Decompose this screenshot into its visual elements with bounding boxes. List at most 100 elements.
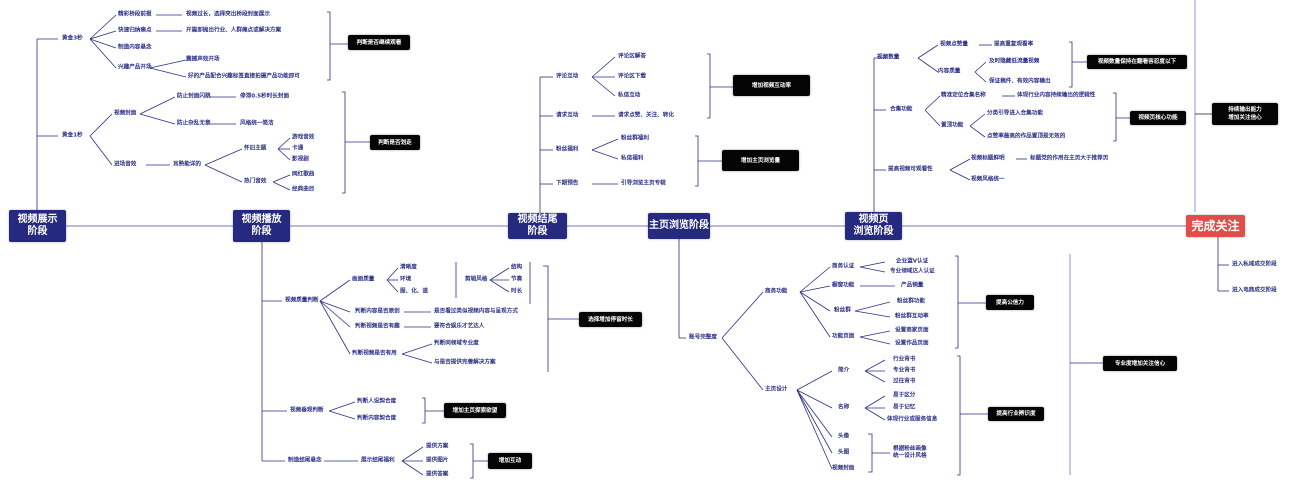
branch-line [924,109,941,127]
stage-video-playback[interactable]: 视频播放 阶段 [233,210,290,242]
result-continue-watching[interactable]: 判断是否继续观看 [348,35,410,50]
node-showcase[interactable]: 橱窗功能 [832,282,855,289]
node-content-fit[interactable]: 判断内容契合度 [357,415,397,422]
detail-product: 好的产品配合兴趣标签直接拍摄产品功能即可 [188,73,300,80]
stage-follow-complete[interactable]: 完成关注 [1186,215,1245,237]
node-useful[interactable]: 判断视频是否有用 [352,350,397,357]
result-professional-confidence[interactable]: 专业度增加关注信心 [1103,356,1177,371]
branch-line [139,96,176,115]
node-style-unified[interactable]: 视频风格统一 [971,176,1005,183]
branch-line [591,138,619,151]
result-bracket [470,443,488,479]
leaf-costume: 服、化、道 [400,288,428,295]
node-next-preview[interactable]: 下期预告 [556,180,579,187]
node-fan-benefit[interactable]: 粉丝福利 [556,146,579,153]
node-product-open[interactable]: 兴趣产品开场 [118,64,152,71]
branch-line [591,56,616,78]
branch-line [917,57,939,73]
node-collection[interactable]: 合集功能 [890,106,913,113]
result-credibility[interactable]: 提高公信力 [986,295,1034,310]
result-bracket [422,397,444,424]
node-video-count[interactable]: 视频数量 [877,54,900,61]
node-highlight-preview[interactable]: 精彩桥段前报 [118,11,152,18]
node-familiar[interactable]: 耳熟能详的 [173,161,201,168]
node-summarize-pain[interactable]: 快速归纳痛点 [118,27,152,34]
branch-line [799,291,831,312]
result-continuous-output[interactable]: 持续输出能力 增加关注信心 [1212,103,1278,125]
node-content-quality[interactable]: 内容质量 [938,68,961,75]
node-business-cert[interactable]: 商务认证 [832,263,855,270]
branch-line [272,174,291,183]
node-entry-sound[interactable]: 进场音效 [114,161,137,168]
node-golden-1s[interactable]: 黄金1秒 [62,132,83,139]
result-increase-interaction[interactable]: 增加互动 [488,453,532,469]
node-business-features[interactable]: 商务功能 [765,288,788,295]
result-industry-recognition[interactable]: 提高行业辨识度 [988,407,1044,421]
leaf-product-sales: 产品销量 [901,282,924,289]
node-comment-interaction[interactable]: 评论互动 [556,73,579,80]
node-cover-messy[interactable]: 防止杂乱无章 [177,120,211,127]
leaf-industry-info: 体现行业或服务信息 [887,416,938,423]
node-pin[interactable]: 置顶功能 [941,122,964,129]
node-persona-fit[interactable]: 判断人设契合度 [357,398,397,405]
node-name[interactable]: 名称 [838,404,850,411]
node-nostalgia[interactable]: 怀旧主题 [244,145,267,152]
detail-rewatch: 提高重复观看率 [994,41,1034,48]
stage-homepage-browse[interactable]: 主页浏览阶段 [648,213,710,239]
leaf-comment-answer: 评论区解答 [618,53,646,60]
node-watchability[interactable]: 提高视频可观看性 [888,166,933,173]
detail-pain: 开篇即抛出行业、人群痛点或解决方案 [186,27,282,34]
link-private-deal[interactable]: 进入私域成交阶段 [1232,261,1277,268]
stage-video-ending[interactable]: 视频结尾 阶段 [508,213,567,239]
branch-line [401,460,424,476]
leaf-environment: 环境 [400,276,412,283]
node-hot-sound[interactable]: 热门音效 [244,178,267,185]
node-quality-judge[interactable]: 视频质量判断 [285,297,319,304]
node-video-cover-design[interactable]: 视频封面 [832,465,855,472]
node-show-benefit[interactable]: 展示结尾福利 [361,457,395,464]
node-request-interaction[interactable]: 请求互动 [556,112,579,119]
result-video-interaction-rate[interactable]: 增加视频互动率 [733,75,810,96]
stage-video-page-browse[interactable]: 视频页 浏览阶段 [845,212,902,240]
leaf-dm-interaction: 私信互动 [618,92,641,99]
node-title-clear[interactable]: 视频标题鲜明 [971,155,1005,162]
node-fan-group[interactable]: 粉丝群 [834,307,851,314]
leaf-classic-song: 经典曲目 [292,186,315,193]
stage-video-display[interactable]: 视频展示 阶段 [9,210,66,242]
node-persona-judge[interactable]: 视频垂观判断 [290,407,324,414]
branch-line [277,148,291,161]
branch-line [859,261,886,268]
result-bracket [1113,92,1130,142]
branch-line [974,61,987,73]
result-longer-stay[interactable]: 选择增加停留时长 [579,312,642,327]
node-feature-page[interactable]: 功能页面 [832,333,855,340]
result-video-count-limit[interactable]: 视频数量保持在翻看容忍度以下 [1087,55,1187,69]
node-account-completeness[interactable]: 账号完整度 [689,334,717,341]
result-bracket [543,265,579,372]
branch-line [591,149,619,160]
result-swipe-away[interactable]: 判断是否划走 [370,135,420,150]
leaf-guide-collection: 分类引导进入合集功能 [987,110,1043,117]
result-homepage-views[interactable]: 增加主页浏览量 [722,150,799,171]
node-suspense[interactable]: 制造内容悬念 [118,44,152,51]
node-original[interactable]: 判断内容是否原创 [355,308,400,315]
leaf-expert-cert: 专业领域达人认证 [890,268,935,275]
node-collection-name[interactable]: 精准定位合集名称 [941,92,986,99]
node-ending-suspense[interactable]: 制造结尾悬念 [288,457,322,464]
node-picture-quality[interactable]: 画面质量 [352,276,375,283]
result-homepage-desire[interactable]: 增加主页探索欲望 [444,403,506,418]
node-golden-3s[interactable]: 黄金3秒 [62,35,83,42]
node-cover-flash[interactable]: 防止封面闪跳 [177,93,211,100]
node-video-cover[interactable]: 视频封面 [114,110,137,117]
link-ecommerce-deal[interactable]: 进入电商成交阶段 [1232,287,1277,294]
detail-cover-messy: 风格统一简洁 [240,120,274,127]
node-avatar[interactable]: 头像 [838,433,850,440]
result-core-feature[interactable]: 视频页核心功能 [1130,111,1186,125]
node-homepage-design[interactable]: 主页设计 [765,386,788,393]
node-header-image[interactable]: 头图 [838,449,850,456]
branch-line [917,44,939,59]
node-edit-style[interactable]: 剪辑风格 [465,276,488,283]
node-like-count[interactable]: 视频点赞量 [940,41,968,48]
node-interesting[interactable]: 判断视频是否有趣 [355,323,400,330]
node-intro[interactable]: 简介 [838,367,850,374]
